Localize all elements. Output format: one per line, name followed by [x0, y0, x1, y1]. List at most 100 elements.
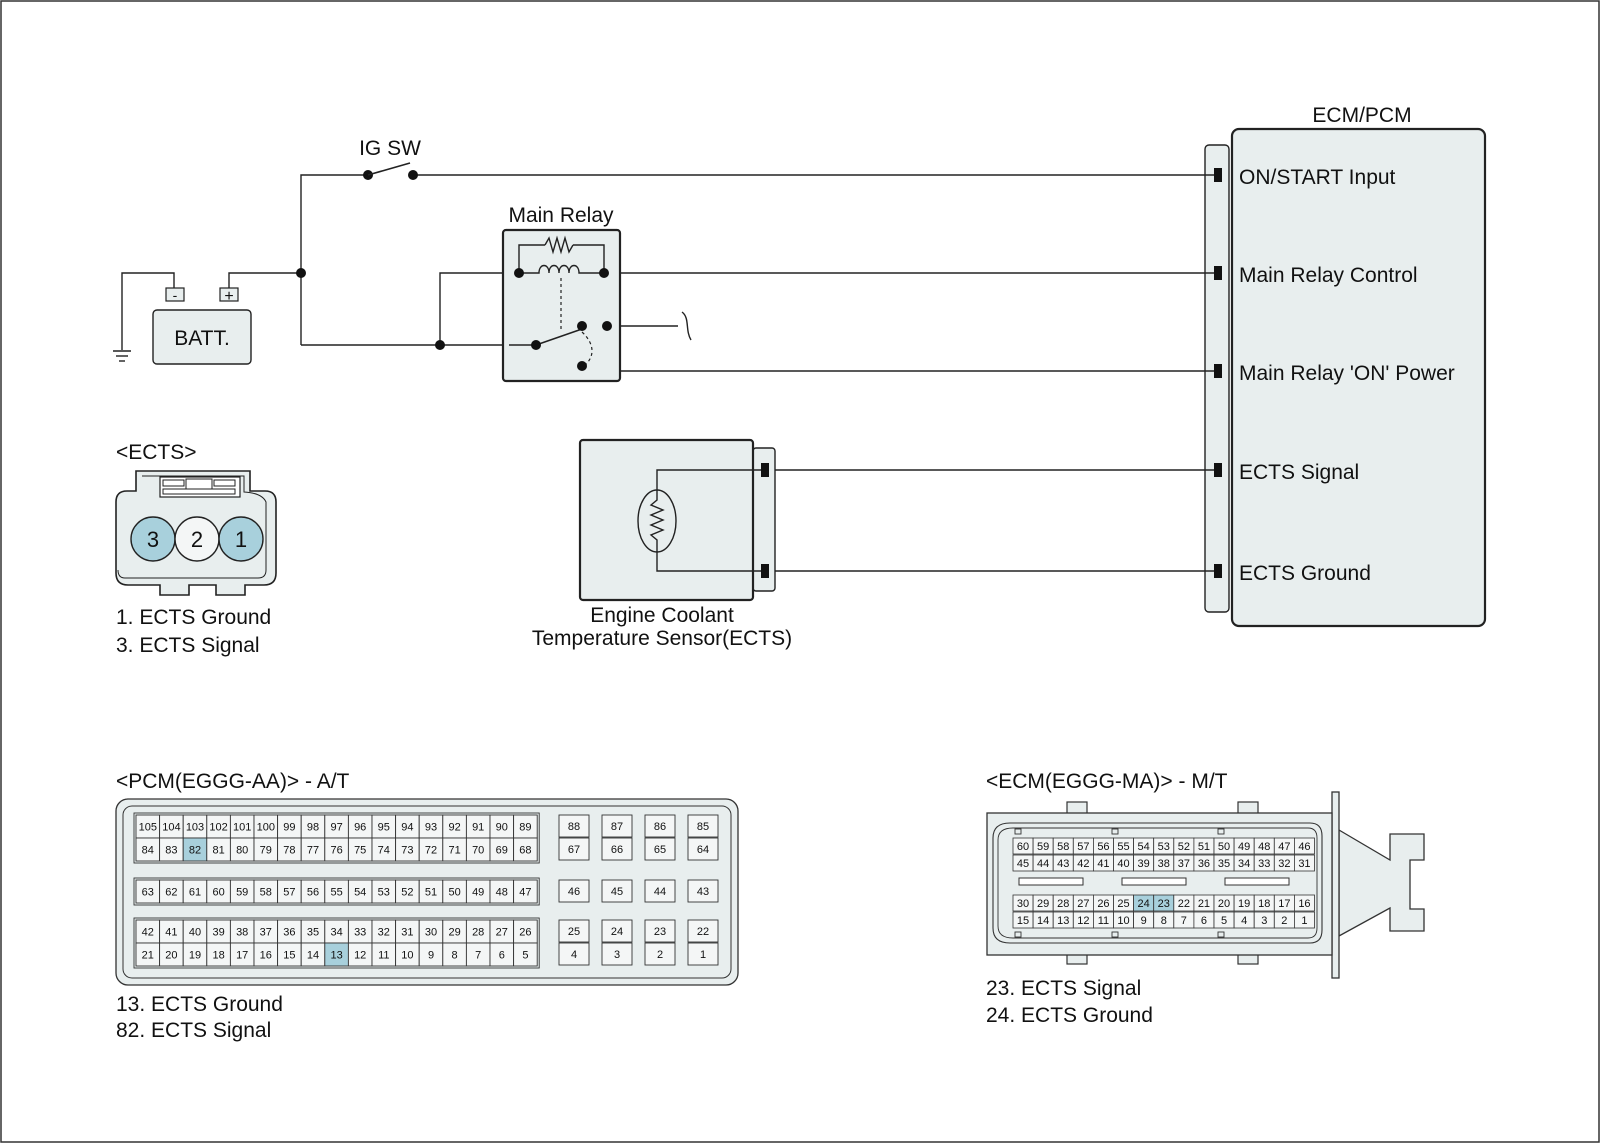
pin-number: 87 [611, 821, 623, 833]
connector-pin-cell: 27 [1072, 894, 1094, 912]
connector-pin-cell: 94 [395, 814, 420, 839]
connector-pin-cell: 35 [1213, 854, 1235, 872]
pin-number: 52 [401, 887, 413, 899]
pin-number: 57 [1077, 841, 1089, 853]
pin-number: 26 [519, 927, 531, 939]
connector-pin-cell: 36 [1193, 854, 1215, 872]
connector-pin-cell: 95 [371, 814, 397, 839]
connector-pin-cell: 37 [1173, 854, 1195, 872]
pin-number: 17 [1278, 898, 1290, 910]
connector-pin-cell: 34 [1233, 854, 1255, 872]
connector-pin-cell: 44 [1032, 854, 1054, 872]
pin-number: 52 [1178, 841, 1190, 853]
wire-break-icon [681, 311, 692, 341]
connector-pin-cell: 32 [371, 919, 397, 944]
pin-number: 99 [283, 822, 295, 834]
connector-pin-cell: 102 [206, 814, 231, 839]
pin-number: 42 [1077, 858, 1089, 870]
connector-pin-cell: 39 [206, 919, 231, 944]
connector-pin-cell: 38 [229, 919, 255, 944]
pin-number: 84 [142, 845, 154, 857]
connector-pin-cell: 77 [300, 837, 326, 862]
ecm-pcm-module: ECM/PCM ON/START Input Main Relay Contro… [1204, 104, 1487, 628]
pin-number: 55 [1117, 841, 1129, 853]
connector-pin-cell: 2 [644, 942, 676, 966]
pin-number: 53 [1158, 841, 1170, 853]
ecm-connector-strip [1204, 144, 1230, 613]
ecm-pin-terminal [1214, 266, 1222, 280]
connector-pin-cell: 52 [1173, 837, 1195, 855]
main-relay-box [501, 228, 622, 383]
connector-pin-cell: 37 [253, 919, 279, 944]
connector-pin-cell: 52 [395, 879, 420, 904]
pin-number: 91 [472, 822, 484, 834]
ects-pin-label: 3 [147, 527, 159, 552]
pin-number: 11 [378, 950, 389, 962]
connector-pin-cell: 56 [1093, 837, 1114, 855]
connector-pin-cell: 8 [1153, 911, 1175, 929]
pin-number: 23 [1158, 898, 1170, 910]
pin-number: 23 [654, 926, 666, 938]
pin-number: 29 [1037, 898, 1049, 910]
ecm-connector-title: <ECM(EGGG-MA)> - M/T [986, 770, 1228, 793]
connector-pin-cell: 19 [182, 942, 208, 967]
connector-pin-cell: 41 [1093, 854, 1114, 872]
connector-pin-cell: 38 [1153, 854, 1175, 872]
connector-pin-cell: 53 [1153, 837, 1175, 855]
connector-pin-cell: 20 [159, 942, 184, 967]
connector-pin-cell: 11 [371, 942, 397, 967]
connector-pin-cell: 66 [601, 837, 633, 861]
connector-pin-cell: 87 [601, 814, 633, 838]
connector-pin-cell: 56 [300, 879, 326, 904]
pin-number: 56 [307, 887, 319, 899]
pin-number: 12 [1077, 915, 1089, 927]
ecm-title: ECM/PCM [1312, 104, 1411, 127]
pin-number: 33 [354, 927, 366, 939]
connector-pin-cell: 3 [1253, 911, 1275, 929]
pin-number: 43 [697, 886, 709, 898]
pcm-legend-line2: 82. ECTS Signal [116, 1019, 271, 1042]
connector-pin-cell: 40 [182, 919, 208, 944]
connector-pin-cell: 33 [1253, 854, 1275, 872]
connector-pin-cell: 58 [253, 879, 279, 904]
connector-pin-cell: 8 [442, 942, 467, 967]
pin-number: 15 [1017, 915, 1029, 927]
pin-number: 68 [519, 845, 531, 857]
pin-number: 46 [568, 886, 580, 898]
pin-number: 73 [401, 845, 413, 857]
connector-pin-cell: 22 [687, 919, 719, 943]
pin-number: 60 [1017, 841, 1029, 853]
connector-pin-cell: 14 [300, 942, 326, 967]
ects-legend-line2: 3. ECTS Signal [116, 634, 260, 657]
pin-number: 93 [425, 822, 437, 834]
pin-number: 54 [1138, 841, 1150, 853]
pin-number: 16 [260, 950, 272, 962]
pin-number: 24 [611, 926, 623, 938]
ecm-pin-ects-signal: ECTS Signal [1239, 461, 1359, 484]
pin-number: 92 [448, 822, 460, 834]
connector-pin-cell: 89 [513, 814, 538, 839]
pin-number: 75 [354, 845, 366, 857]
pin-number: 31 [1298, 858, 1310, 870]
connector-pin-cell: 91 [465, 814, 491, 839]
pin-number: 16 [1298, 898, 1310, 910]
connector-pin-cell: 49 [1233, 837, 1255, 855]
pin-number: 71 [448, 845, 460, 857]
pin-number: 48 [1258, 841, 1270, 853]
pin-number: 96 [354, 822, 366, 834]
connector-pin-cell: 12 [1072, 911, 1094, 929]
connector-pin-cell: 54 [347, 879, 373, 904]
pin-number: 20 [165, 950, 177, 962]
connector-pin-cell: 44 [644, 879, 676, 903]
battery-plus-label: + [224, 288, 233, 305]
pin-number: 6 [499, 950, 505, 962]
connector-pin-cell: 42 [1072, 854, 1094, 872]
connector-pin-cell: 28 [1052, 894, 1074, 912]
pin-number: 66 [611, 844, 623, 856]
connector-pin-cell: 101 [229, 814, 255, 839]
connector-pin-cell: 103 [182, 814, 208, 839]
connector-pin-cell: 31 [1294, 854, 1315, 872]
connector-pin-cell: 12 [347, 942, 373, 967]
wire-battery-positive [228, 272, 301, 288]
sensor-name-line2: Temperature Sensor(ECTS) [532, 627, 792, 650]
